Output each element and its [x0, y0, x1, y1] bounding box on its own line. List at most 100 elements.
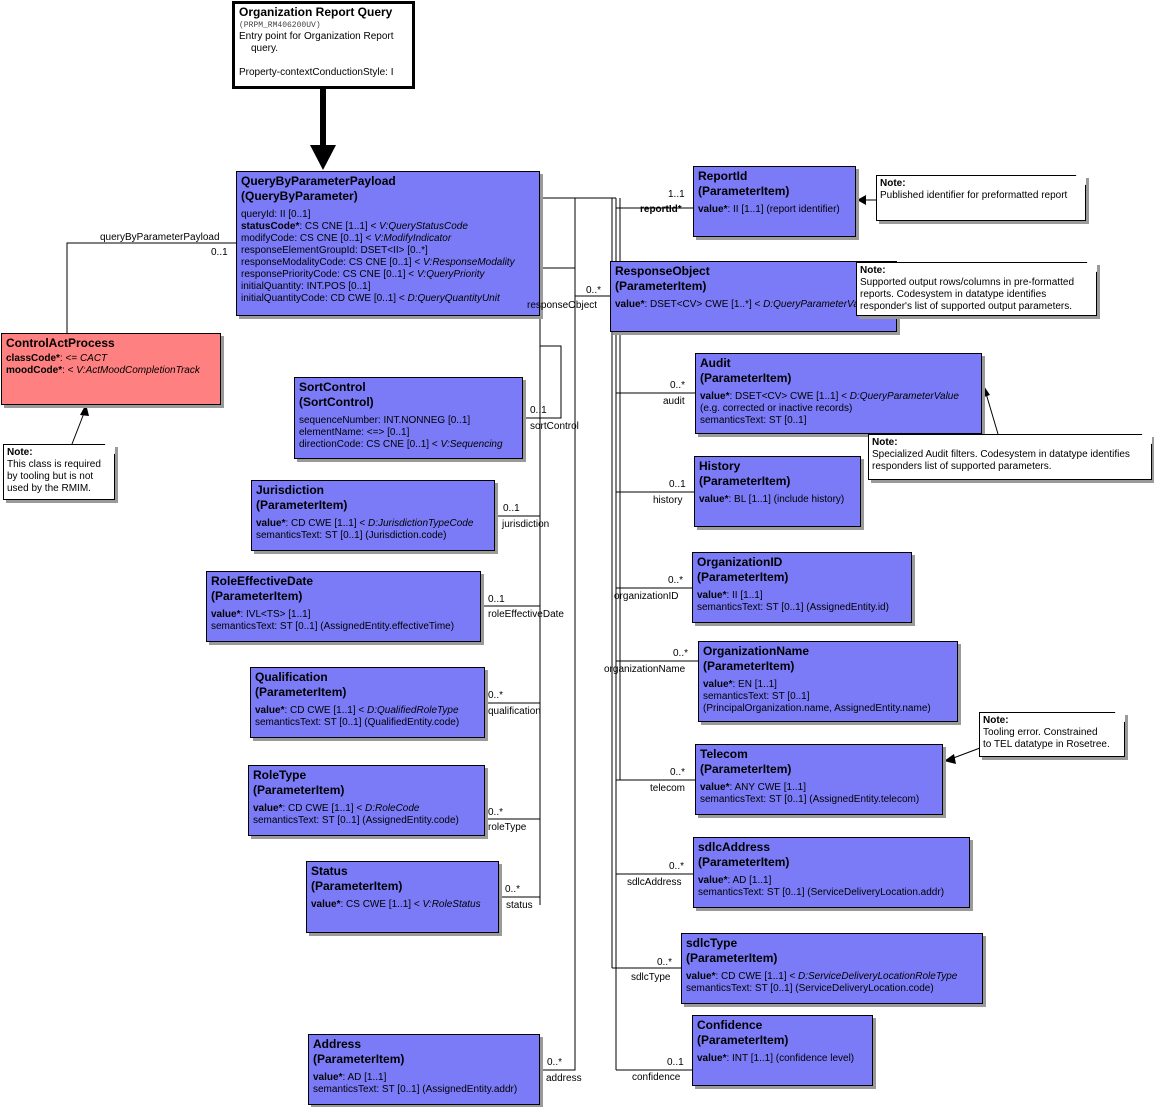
- assoc-name-qual: qualification: [488, 706, 541, 717]
- telecom-class[interactable]: Telecom(ParameterItem)value*: ANY CWE [1…: [695, 744, 943, 815]
- class-attribute: value*: CD CWE [1..1] < D:JurisdictionTy…: [256, 518, 474, 529]
- class-attribute: semanticsText: ST [0..1] (ServiceDeliver…: [698, 887, 945, 898]
- class-subtitle: (QueryByParameter): [241, 189, 358, 203]
- note-heading: Note:: [983, 715, 1009, 726]
- class-code-attr: classCode*: <= CACT: [6, 353, 108, 364]
- payload-attribute: responseModalityCode: CS CNE [0..1] < V:…: [241, 257, 515, 268]
- note-heading: Note:: [860, 265, 886, 276]
- report-id-class[interactable]: ReportId(ParameterItem)value*: II [1..1]…: [693, 166, 856, 237]
- class-title: Jurisdiction: [256, 483, 325, 497]
- status-class[interactable]: Status(ParameterItem)value*: CS CWE [1..…: [306, 861, 499, 933]
- class-subtitle: (ParameterItem): [698, 184, 790, 198]
- payload-attribute: responsePriorityCode: CS CNE [0..1] < V:…: [241, 269, 485, 280]
- class-title: Confidence: [697, 1018, 763, 1032]
- assoc-card-orgname: 0..*: [673, 648, 689, 659]
- assoc-name-sort: sortControl: [530, 421, 579, 432]
- note-line: reports. Codesystem in datatype identifi…: [860, 289, 1047, 300]
- note-fold-icon: [1076, 175, 1086, 185]
- assoc-name-response: responseObject: [527, 300, 598, 311]
- assoc-name-telecom: telecom: [650, 783, 686, 794]
- class-subtitle: (ParameterItem): [700, 762, 792, 776]
- line-address: [540, 198, 576, 1071]
- organization-id-class[interactable]: OrganizationID(ParameterItem)value*: II …: [692, 552, 912, 623]
- audit-class[interactable]: Audit(ParameterItem)value*: DSET<CV> CWE…: [695, 353, 982, 434]
- qualification-class[interactable]: Qualification(ParameterItem)value*: CD C…: [250, 667, 485, 738]
- organization-name-class[interactable]: OrganizationName(ParameterItem)value*: E…: [698, 641, 958, 722]
- entry-point-box[interactable]: Organization Report Query (PRPM_RM406200…: [232, 1, 415, 89]
- note-line: Specialized Audit filters. Codesystem in…: [872, 449, 1130, 460]
- class-title: ResponseObject: [615, 264, 710, 278]
- assoc-card-telecom: 0..*: [670, 767, 686, 778]
- class-attribute: value*: BL [1..1] (include history): [699, 494, 845, 505]
- class-attribute: value*: CD CWE [1..1] < D:ServiceDeliver…: [686, 971, 958, 982]
- assoc-name-confidence: confidence: [632, 1072, 681, 1083]
- class-attribute: semanticsText: ST [0..1]: [700, 415, 807, 426]
- confidence-class[interactable]: Confidence(ParameterItem) value*: INT [1.…: [692, 1015, 873, 1086]
- class-attribute: value*: INT [1..1] (confidence level): [697, 1053, 855, 1064]
- sort-control-class[interactable]: SortControl(SortControl)sequenceNumber: …: [294, 377, 523, 459]
- assoc-name-history: history: [653, 495, 683, 506]
- assoc-card-sdlcaddr: 0..*: [669, 861, 685, 872]
- class-attribute: value*: CD CWE [1..1] < D:QualifiedRoleT…: [255, 705, 459, 716]
- note-line: responders list of supported parameters.: [872, 461, 1052, 472]
- assoc-card-qual: 0..*: [488, 690, 504, 701]
- class-subtitle: (ParameterItem): [313, 1052, 405, 1066]
- control-act-process-class[interactable]: ControlActProcess classCode*: <= CACT mo…: [1, 333, 221, 405]
- assoc-name-sdlctype: sdlcType: [631, 972, 671, 983]
- class-attribute: directionCode: CS CNE [0..1] < V:Sequenc…: [299, 439, 503, 450]
- note-line: responder's list of supported output par…: [860, 301, 1073, 312]
- assoc-name-juris: jurisdiction: [502, 519, 550, 530]
- assoc-name-orgname: organizationName: [604, 664, 686, 675]
- note-line: Supported output rows/columns in pre-for…: [860, 277, 1074, 288]
- class-attribute: value*: IVL<TS> [1..1]: [211, 609, 311, 620]
- entry-style: Property-contextConductionStyle: I: [239, 67, 394, 78]
- class-title: Address: [313, 1037, 362, 1051]
- entry-id: (PRPM_RM406200UV): [239, 21, 321, 30]
- class-title: QueryByParameterPayload: [241, 174, 396, 188]
- sdlc-type-class[interactable]: sdlcType(ParameterItem)value*: CD CWE [1…: [681, 933, 983, 1004]
- class-subtitle: (ParameterItem): [697, 1033, 789, 1047]
- payload-attribute: queryId: II [0..1]: [241, 209, 311, 220]
- sdlc-address-class[interactable]: sdlcAddress(ParameterItem)value*: AD [1.…: [693, 837, 970, 908]
- history-class[interactable]: History(ParameterItem)value*: BL [1..1] …: [694, 456, 861, 527]
- note-heading: Note:: [872, 437, 898, 448]
- assoc-card-history: 0..1: [669, 479, 686, 490]
- class-attribute: value*: EN [1..1]: [703, 679, 777, 690]
- class-title: OrganizationName: [703, 644, 810, 658]
- class-attribute: value*: AD [1..1]: [313, 1072, 387, 1083]
- line-control-payload: [66, 242, 236, 333]
- class-subtitle: (ParameterItem): [615, 279, 707, 293]
- note-heading: Note:: [7, 447, 33, 458]
- class-title: Audit: [700, 356, 731, 370]
- class-attribute: semanticsText: ST [0..1] (AssignedEntity…: [700, 794, 920, 805]
- address-class[interactable]: Address(ParameterItem)value*: AD [1..1]s…: [308, 1034, 540, 1105]
- role-type-class[interactable]: RoleType(ParameterItem)value*: CD CWE [1…: [248, 765, 485, 836]
- entry-desc-line1: Entry point for Organization Report: [239, 31, 394, 42]
- response-object-class[interactable]: ResponseObject(ParameterItem)value*: DSE…: [610, 261, 897, 332]
- class-title: RoleEffectiveDate: [211, 574, 314, 588]
- class-attribute: value*: CD CWE [1..1] < D:RoleCode: [253, 803, 420, 814]
- class-subtitle: (ParameterItem): [686, 951, 778, 965]
- entry-desc-line2: query.: [251, 43, 279, 54]
- class-attribute: semanticsText: ST [0..1] (Jurisdiction.c…: [256, 530, 447, 541]
- class-attribute: semanticsText: ST [0..1] (AssignedEntity…: [697, 602, 889, 613]
- class-subtitle: (ParameterItem): [311, 879, 403, 893]
- note-heading: Note:: [880, 178, 906, 189]
- assoc-name-roletype: roleType: [488, 822, 527, 833]
- entry-title: Organization Report Query: [239, 5, 393, 19]
- arrowhead-report: [857, 195, 866, 205]
- class-title: Telecom: [700, 747, 748, 761]
- class-attribute: value*: AD [1..1]: [698, 875, 772, 886]
- note-response: Note: Supported output rows/columns in p…: [856, 262, 1097, 316]
- assoc-card-roletype: 0..*: [488, 807, 504, 818]
- jurisdiction-class[interactable]: Jurisdiction(ParameterItem) value*: CD CW…: [251, 480, 495, 551]
- line-sort: [523, 345, 562, 419]
- class-title: RoleType: [253, 768, 307, 782]
- role-effective-date-class[interactable]: RoleEffectiveDate(ParameterItem)value*: …: [206, 571, 481, 642]
- class-subtitle: (ParameterItem): [256, 498, 348, 512]
- query-by-parameter-payload-class[interactable]: QueryByParameterPayload (QueryByParamete…: [236, 171, 540, 316]
- class-subtitle: (ParameterItem): [255, 685, 347, 699]
- assoc-card-address: 0..*: [547, 1057, 563, 1068]
- assoc-card-juris: 0..1: [503, 503, 520, 514]
- note-line: used by the RMIM.: [7, 483, 91, 494]
